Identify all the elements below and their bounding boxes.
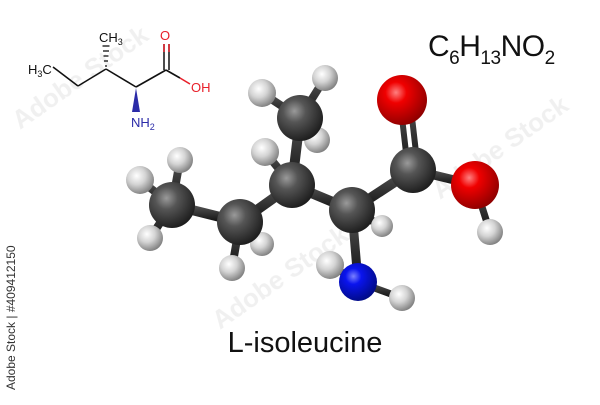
hashed-wedge: [102, 45, 110, 67]
hydrogen-atom: [312, 65, 338, 91]
hydrogen-atom: [251, 138, 279, 166]
nitrogen-atom: [339, 263, 377, 301]
ball-and-stick-model: [126, 65, 503, 311]
hydrogen-atom: [389, 285, 415, 311]
skeletal-formula: H3C CH3 O OH: [28, 28, 211, 132]
stock-id-watermark: Adobe Stock | #409412150: [4, 245, 18, 390]
hydrogen-atom: [316, 251, 344, 279]
oxygen-label: O: [160, 28, 170, 43]
hydrogen-atom: [219, 255, 245, 281]
oxygen-atom-hydroxyl: [451, 161, 499, 209]
solid-wedge: [132, 88, 140, 112]
hydrogen-atom: [248, 79, 276, 107]
hydrogen-atom: [371, 215, 393, 237]
hydrogen-atom: [477, 219, 503, 245]
alpha-carbon-atom: [329, 187, 375, 233]
carbon-atom: [390, 147, 436, 193]
svg-text:Adobe Stock: Adobe Stock: [426, 89, 574, 205]
hydrogen-atom: [126, 166, 154, 194]
molecular-formula: C6H13NO2: [428, 30, 555, 69]
carbon-atom: [269, 162, 315, 208]
h3c-label: H3C: [28, 62, 52, 79]
molecule-name: L-isoleucine: [227, 327, 383, 359]
amine-label: NH2: [131, 115, 155, 132]
hydrogen-atom: [137, 225, 163, 251]
oxygen-atom-carbonyl: [377, 75, 427, 125]
carbon-atom: [277, 95, 323, 141]
ch3-label: CH3: [99, 30, 123, 47]
carbon-atom: [149, 182, 195, 228]
hydrogen-atom: [167, 147, 193, 173]
hydroxyl-label: OH: [191, 80, 211, 95]
carbon-atom: [217, 199, 263, 245]
